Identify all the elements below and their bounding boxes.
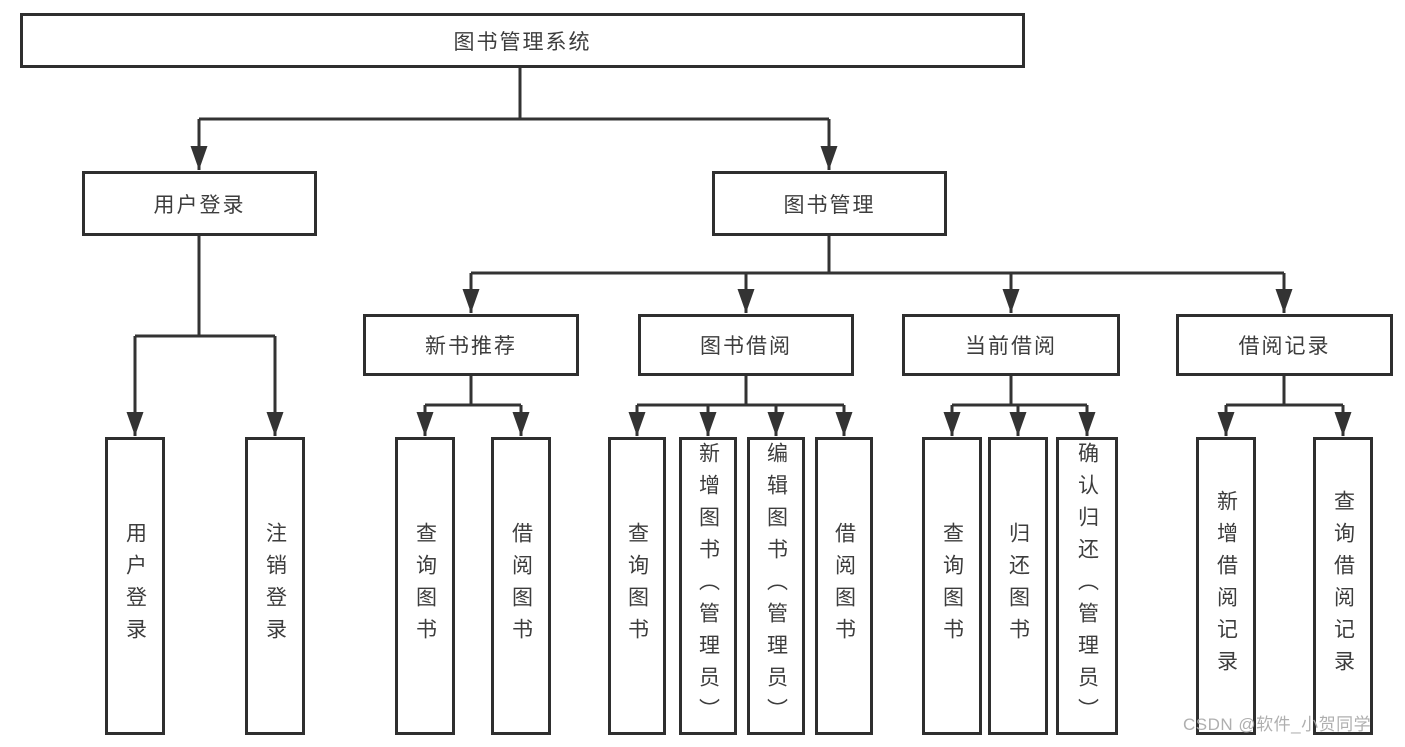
node-current-borrowing: 当前借阅: [902, 314, 1120, 376]
leaf-add-books-admin-label: 新增图书（管理员）: [696, 442, 720, 730]
leaf-add-borrow-record: 新增借阅记录: [1196, 437, 1256, 735]
watermark: CSDN @软件_小贺同学: [1183, 715, 1372, 734]
node-root: 图书管理系统: [20, 13, 1025, 68]
node-book-borrowing: 图书借阅: [638, 314, 854, 376]
leaf-edit-books-admin: 编辑图书（管理员）: [747, 437, 805, 735]
node-borrowing-records: 借阅记录: [1176, 314, 1393, 376]
leaf-user-login-label: 用户登录: [123, 522, 147, 650]
node-new-book-recommendation-label: 新书推荐: [425, 335, 517, 358]
leaf-return-books: 归还图书: [988, 437, 1048, 735]
leaf-query-books-current-label: 查询图书: [940, 522, 964, 650]
leaf-borrow-books-recommend: 借阅图书: [491, 437, 551, 735]
node-user-login-label: 用户登录: [153, 193, 246, 217]
leaf-return-books-label: 归还图书: [1006, 522, 1030, 650]
node-current-borrowing-label: 当前借阅: [965, 335, 1057, 358]
leaf-borrow-books-recommend-label: 借阅图书: [509, 522, 533, 650]
node-borrowing-records-label: 借阅记录: [1238, 335, 1331, 358]
leaf-add-borrow-record-label: 新增借阅记录: [1214, 490, 1238, 682]
leaf-query-books-recommend: 查询图书: [395, 437, 455, 735]
leaf-edit-books-admin-label: 编辑图书（管理员）: [764, 442, 788, 730]
leaf-query-books-borrow: 查询图书: [608, 437, 666, 735]
leaf-confirm-return-admin: 确认归还（管理员）: [1056, 437, 1118, 735]
leaf-logout: 注销登录: [245, 437, 305, 735]
leaf-query-books-borrow-label: 查询图书: [625, 522, 649, 650]
node-user-login: 用户登录: [82, 171, 317, 236]
node-root-label: 图书管理系统: [453, 30, 592, 54]
node-new-book-recommendation: 新书推荐: [363, 314, 579, 376]
leaf-borrow-books-label: 借阅图书: [832, 522, 856, 650]
leaf-query-borrow-record: 查询借阅记录: [1313, 437, 1373, 735]
node-book-management: 图书管理: [712, 171, 947, 236]
leaf-borrow-books: 借阅图书: [815, 437, 873, 735]
leaf-logout-label: 注销登录: [263, 522, 287, 650]
leaf-query-books-recommend-label: 查询图书: [413, 522, 437, 650]
node-book-management-label: 图书管理: [783, 193, 876, 217]
leaf-query-borrow-record-label: 查询借阅记录: [1331, 490, 1355, 682]
leaf-add-books-admin: 新增图书（管理员）: [679, 437, 737, 735]
leaf-confirm-return-admin-label: 确认归还（管理员）: [1075, 442, 1099, 730]
node-book-borrowing-label: 图书借阅: [700, 335, 792, 358]
leaf-user-login: 用户登录: [105, 437, 165, 735]
leaf-query-books-current: 查询图书: [922, 437, 982, 735]
